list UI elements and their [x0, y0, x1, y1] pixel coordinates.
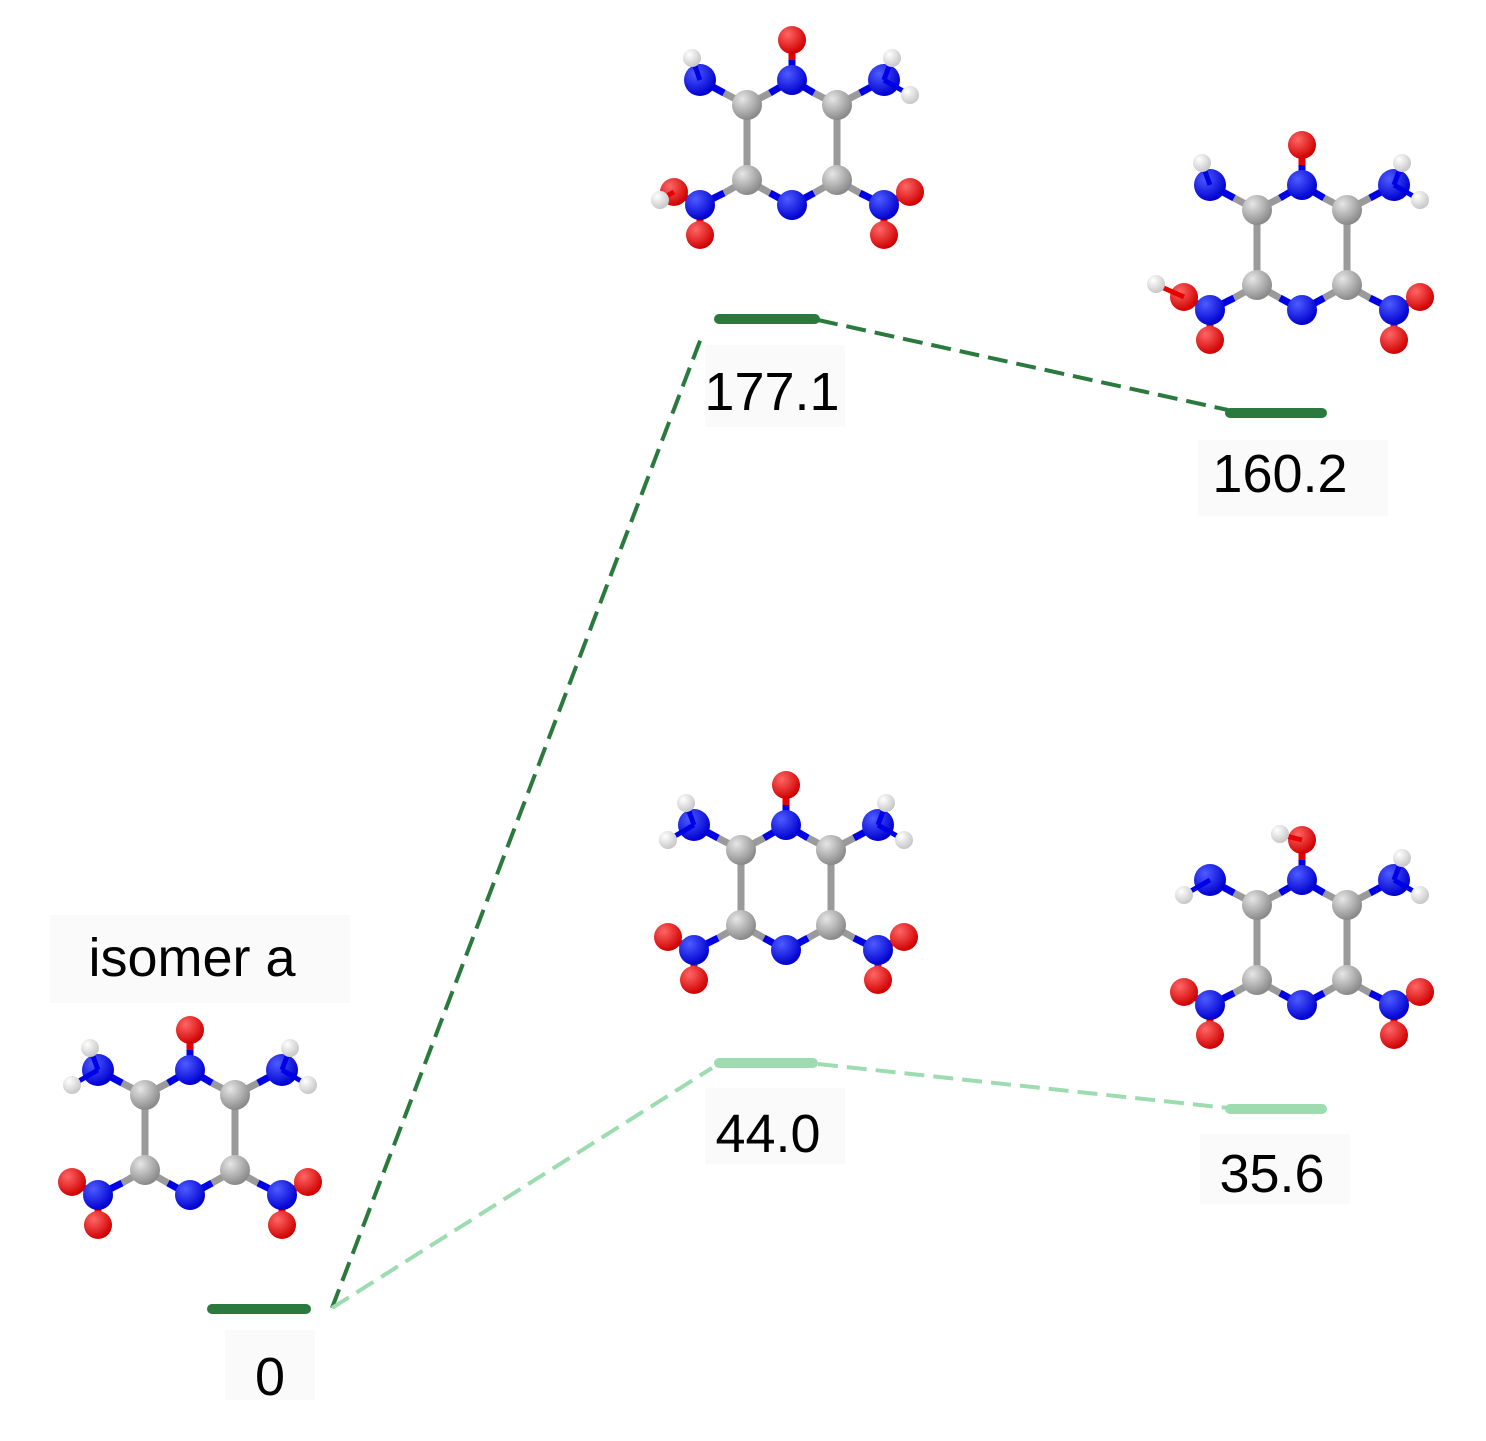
energy-label-product-lower: 35.6 — [1219, 1144, 1324, 1204]
light-reaction-path — [330, 1062, 1229, 1310]
molecule-product-lower — [1170, 825, 1434, 1049]
isomer-label: isomer a — [88, 928, 296, 988]
molecule-ts-upper — [651, 26, 924, 249]
energy-label-ts-upper: 177.1 — [704, 362, 839, 422]
energy-label-start: 0 — [255, 1347, 285, 1407]
energy-label-product-upper: 160.2 — [1212, 444, 1347, 504]
molecule-product-upper — [1147, 131, 1434, 354]
energy-levels — [207, 314, 1327, 1314]
molecule-isomer-a — [58, 1016, 322, 1239]
energy-label-ts-lower: 44.0 — [715, 1104, 820, 1164]
dark-reaction-path — [330, 318, 1229, 1309]
molecule-ts-lower — [654, 771, 918, 994]
